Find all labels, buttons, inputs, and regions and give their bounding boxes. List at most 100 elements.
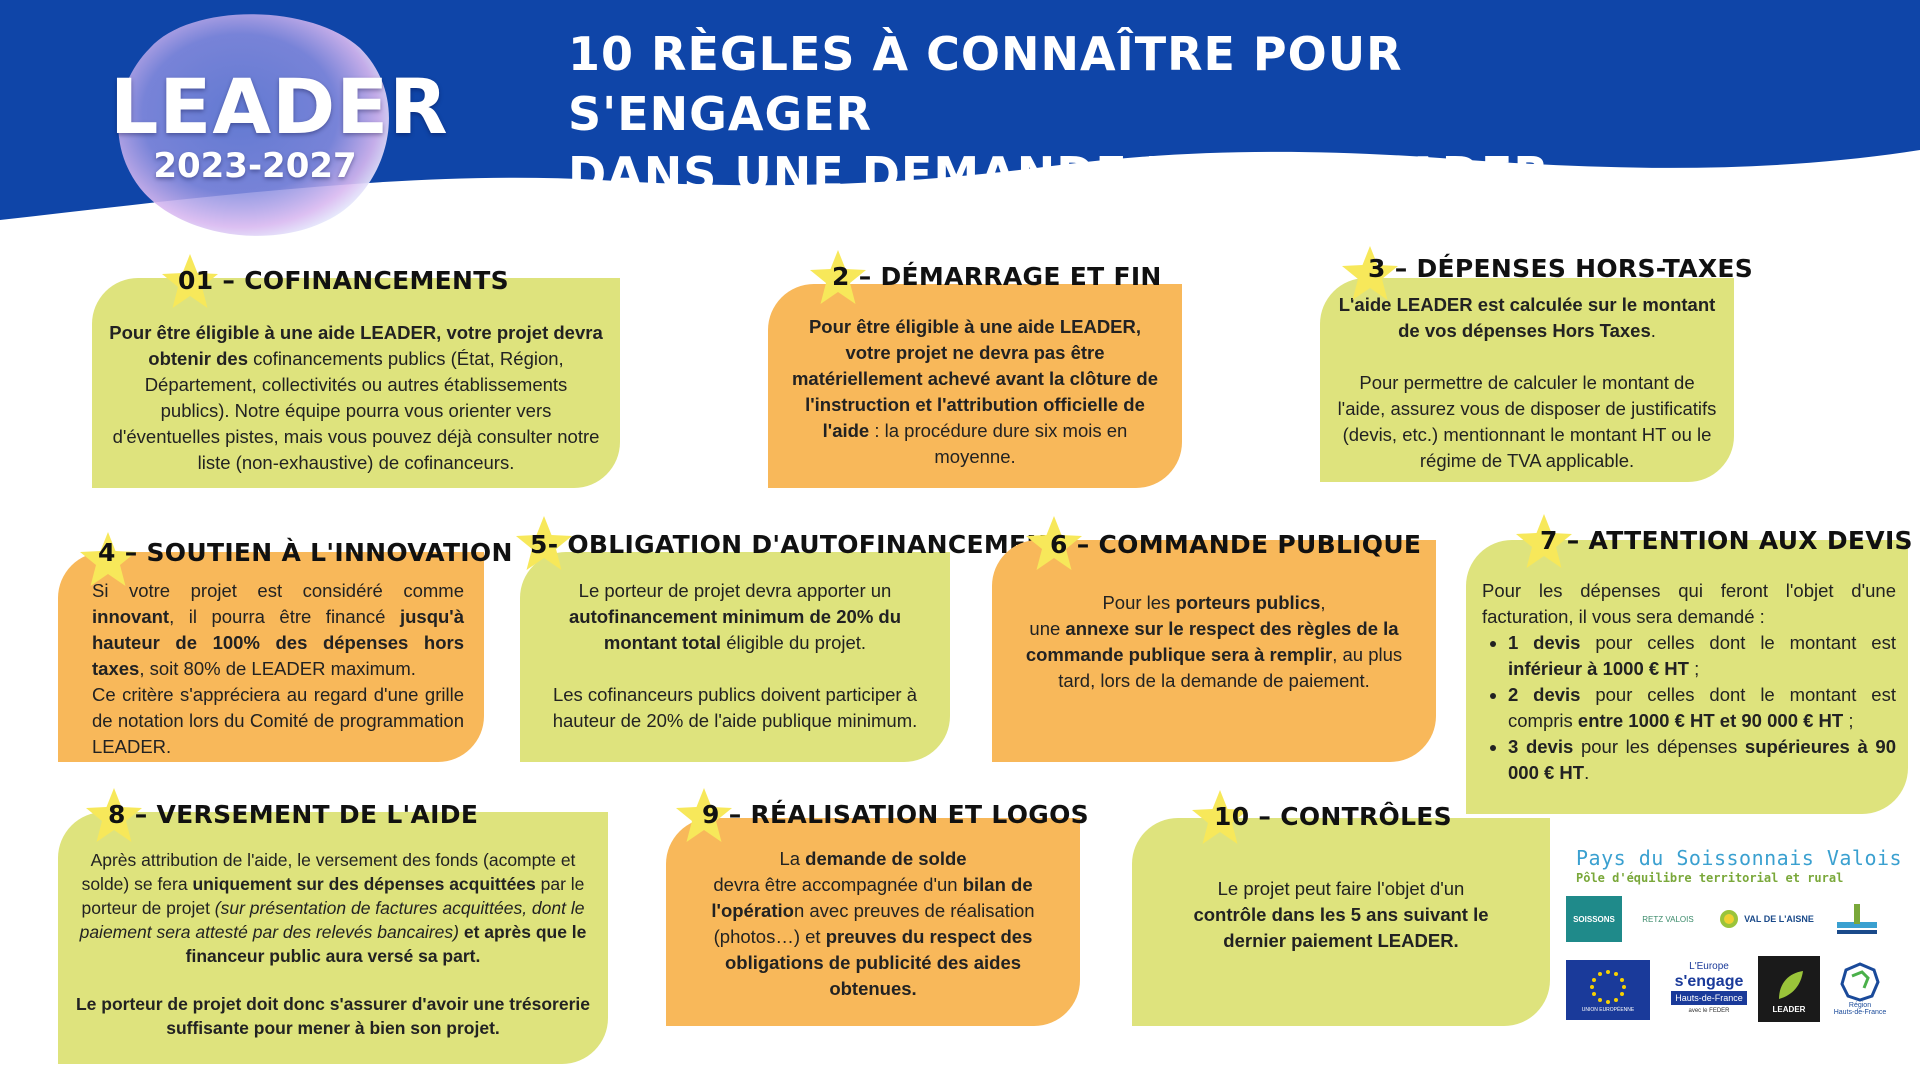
- rule-8-text: Après attribution de l'aide, le versemen…: [74, 848, 592, 1040]
- region-line1: Région: [1848, 1002, 1872, 1009]
- rule-8-i1: (sur présentation de factures acquittées…: [79, 898, 585, 942]
- rule-7-item3-t2: .: [1584, 762, 1590, 783]
- rule-card-3: L'aide LEADER est calculée sur le montan…: [1320, 278, 1734, 482]
- rule-9-b3: preuves du respect des obligations de pu…: [724, 926, 1033, 999]
- rule-6-t1: Pour les: [1102, 592, 1176, 613]
- rule-1-title: 01 – Cofinancements: [178, 266, 509, 295]
- region-hdf-logo: Région Hauts-de-France: [1826, 956, 1894, 1022]
- rule-3-normal: .: [1650, 320, 1656, 341]
- europe-line1: L'Europe: [1689, 961, 1729, 972]
- leader-logo-title: LEADER: [110, 62, 449, 151]
- rule-10-b1: contrôle dans les 5 ans suivant le derni…: [1193, 904, 1489, 951]
- rule-4-b2: jusqu'à hauteur de 100% des dépenses hor…: [92, 606, 464, 679]
- region-line2: Hauts-de-France: [1833, 1009, 1887, 1016]
- eu-flag-logo: UNION EUROPÉENNE: [1566, 960, 1650, 1020]
- leader-logo-bubble: [118, 14, 389, 236]
- europe-line2: s'engage: [1674, 973, 1744, 990]
- rule-2-normal: : la procédure dure six mois en moyenne.: [869, 420, 1128, 467]
- rule-2-text: Pour être éligible à une aide LEADER, vo…: [784, 314, 1166, 470]
- rule-10-t1: Le projet peut faire l'objet d'un: [1217, 878, 1465, 899]
- leader-logo-years: 2023-2027: [153, 146, 357, 186]
- rule-card-1: Pour être éligible à une aide LEADER, vo…: [92, 278, 620, 488]
- rule-8-t1: Après attribution de l'aide, le versemen…: [81, 850, 576, 894]
- rule-9-b2: bilan de l'opératio: [711, 874, 1033, 921]
- europe-line3: Hauts-de-France: [1671, 991, 1747, 1005]
- rule-6-text: Pour les porteurs publics, une annexe su…: [1008, 590, 1420, 694]
- rule-9-b1: demande de solde: [805, 848, 967, 869]
- page-title: 10 règles à connaître pour s'engager dan…: [568, 24, 1668, 204]
- france-map-icon: [1840, 962, 1880, 1002]
- retz-valois-logo-label: RETZ VALOIS: [1642, 914, 1694, 924]
- rule-7-item1-t2: ;: [1688, 658, 1700, 679]
- rule-card-2: Pour être éligible à une aide LEADER, vo…: [768, 284, 1182, 488]
- rule-5-b1: autofinancement minimum de 20% du montan…: [568, 606, 902, 653]
- leader-small-logo: LEADER: [1758, 956, 1820, 1022]
- list-item: 3 devis pour les dépenses supérieures à …: [1508, 734, 1896, 786]
- rule-7-list: 1 devis pour celles dont le montant est …: [1508, 630, 1896, 786]
- rule-2-bold: Pour être éligible à une aide LEADER, vo…: [791, 316, 1159, 441]
- rule-3-para2: Pour permettre de calculer le montant de…: [1337, 372, 1717, 471]
- list-item: 2 devis pour celles dont le montant est …: [1508, 682, 1896, 734]
- rule-7-item3-b1: 3 devis: [1508, 736, 1574, 757]
- europe-sengage-logo: L'Europe s'engage Hauts-de-France avec l…: [1662, 956, 1756, 1022]
- rule-7-item1-t1: pour celles dont le montant est: [1580, 632, 1896, 653]
- rule-4-b1: innovant: [92, 606, 170, 627]
- rule-6-b1: porteurs publics: [1175, 592, 1321, 613]
- rule-7-item2-b2: entre 1000 € HT et 90 000 € HT: [1577, 710, 1844, 731]
- rule-6-title: 6 – Commande publique: [1050, 530, 1422, 559]
- rule-1-text: Pour être éligible à une aide LEADER, vo…: [108, 320, 604, 476]
- rule-7-title: 7 – Attention aux devis: [1540, 526, 1913, 555]
- soissons-logo-label: SOISSONS: [1573, 914, 1615, 924]
- rule-4-t1: Si votre projet est considéré comme: [92, 580, 464, 601]
- rule-card-6: Pour les porteurs publics, une annexe su…: [992, 540, 1436, 762]
- partners-title: Pays du Soissonnais Valois: [1576, 846, 1903, 870]
- rule-7-item2-t2: ;: [1843, 710, 1854, 731]
- rule-7-item2-t1: pour celles dont le montant est compris: [1508, 684, 1896, 731]
- partners-subtitle: Pôle d'équilibre territorial et rural: [1576, 871, 1844, 885]
- sun-icon: [1720, 910, 1739, 928]
- rule-9-text: La demande de solde devra être accompagn…: [682, 846, 1064, 1002]
- retz-valois-logo: RETZ VALOIS: [1640, 896, 1696, 942]
- rule-6-t3: une: [1029, 618, 1066, 639]
- rule-8-para2: Le porteur de projet doit donc s'assurer…: [75, 994, 590, 1038]
- rule-5-t2: éligible du projet.: [721, 632, 867, 653]
- page-title-line2: dans une demande d'aide LEADER: [568, 147, 1550, 201]
- rule-7-item3-b2: supérieures à 90 000 € HT: [1508, 736, 1897, 783]
- rule-4-title: 4 – Soutien à l'innovation: [98, 538, 513, 567]
- rule-4-t3: , soit 80% de LEADER maximum.: [139, 658, 416, 679]
- rule-7-item1-b1: 1 devis: [1508, 632, 1581, 653]
- rule-8-t2: par le porteur de projet: [81, 874, 585, 918]
- rule-9-title: 9 – Réalisation et logos: [702, 800, 1089, 829]
- rule-4-text: Si votre projet est considéré comme inno…: [92, 578, 464, 760]
- rule-1-bold: Pour être éligible à une aide LEADER, vo…: [109, 322, 603, 369]
- rule-10-text: Le projet peut faire l'objet d'un contrô…: [1192, 876, 1490, 954]
- val-de-laisne-logo-label: VAL DE L'AISNE: [1744, 914, 1814, 924]
- canton-logo: [1837, 904, 1877, 934]
- rule-3-title: 3 – Dépenses hors-taxes: [1368, 254, 1754, 283]
- val-de-laisne-logo: VAL DE L'AISNE: [1714, 902, 1818, 936]
- rule-card-4: Si votre projet est considéré comme inno…: [58, 552, 484, 762]
- rule-1-normal: cofinancements publics (État, Région, Dé…: [112, 348, 600, 473]
- rule-10-title: 10 – Contrôles: [1214, 802, 1452, 831]
- rule-card-10: Le projet peut faire l'objet d'un contrô…: [1132, 818, 1550, 1026]
- rule-9-t3: n avec preuves de réalisation (photos…) …: [713, 900, 1035, 947]
- list-item: 1 devis pour celles dont le montant est …: [1508, 630, 1896, 682]
- eu-logo-label: UNION EUROPÉENNE: [1581, 1007, 1635, 1013]
- rule-6-t2: ,: [1320, 592, 1326, 613]
- rule-6-b2: annexe sur le respect des règles de la c…: [1025, 618, 1399, 665]
- rule-7-item3-t1: pour les dépenses: [1573, 736, 1745, 757]
- rule-card-8: Après attribution de l'aide, le versemen…: [58, 812, 608, 1064]
- rule-7-item1-b2: inférieur à 1000 € HT: [1508, 658, 1689, 679]
- rule-8-b2: et après que le financeur public aura ve…: [185, 922, 587, 966]
- rule-8-title: 8 – Versement de l'aide: [108, 800, 479, 829]
- rule-5-text: Le porteur de projet devra apporter un a…: [536, 578, 934, 734]
- leaf-icon: [1779, 970, 1803, 999]
- eu-stars-icon: [1590, 970, 1626, 1004]
- rule-7-text: Pour les dépenses qui feront l'objet d'u…: [1482, 578, 1896, 786]
- rule-5-t1: Le porteur de projet devra apporter un: [578, 580, 892, 601]
- rule-card-5: Le porteur de projet devra apporter un a…: [520, 552, 950, 762]
- rule-4-para2: Ce critère s'appréciera au regard d'une …: [92, 684, 464, 757]
- rule-9-t2: devra être accompagnée d'un: [713, 874, 963, 895]
- rule-card-7: Pour les dépenses qui feront l'objet d'u…: [1466, 540, 1908, 814]
- rule-card-9: La demande de solde devra être accompagn…: [666, 818, 1080, 1026]
